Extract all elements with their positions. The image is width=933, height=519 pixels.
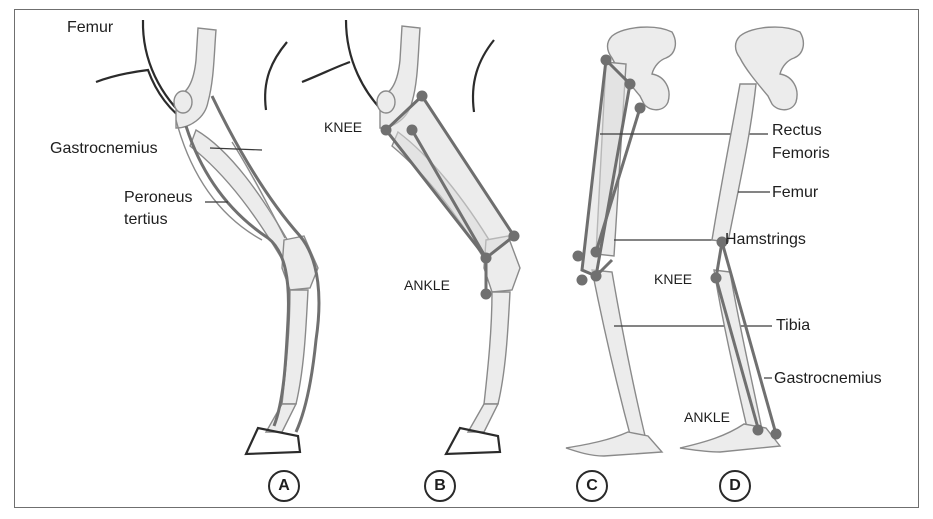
label-knee-d: KNEE [654, 270, 692, 289]
joint-node [711, 273, 722, 284]
joint-node [625, 79, 636, 90]
label-rectus-line1: Rectus [772, 121, 822, 140]
joint-node [601, 55, 612, 66]
tibia-bone [190, 130, 298, 272]
label-gastrocnemius-right: Gastrocnemius [774, 369, 882, 388]
label-gastrocnemius-a: Gastrocnemius [50, 139, 158, 158]
joint-node [481, 289, 492, 300]
label-rectus-line2: Femoris [772, 144, 830, 163]
joint-node [591, 271, 602, 282]
joint-node [635, 103, 646, 114]
joint-node [417, 91, 428, 102]
label-tibia: Tibia [776, 316, 810, 335]
joint-node [577, 275, 588, 286]
joint-node [481, 253, 492, 264]
foot-bones-d [680, 424, 780, 452]
pastern-bone-b [468, 404, 498, 432]
panel-a-badge: A [268, 470, 300, 502]
foot-bones-c [566, 432, 662, 456]
joint-node [381, 125, 392, 136]
label-peroneus-tertius-line1: Peroneus [124, 188, 193, 207]
panel-d-badge: D [719, 470, 751, 502]
femur-bone-d [712, 84, 756, 242]
joint-node [771, 429, 782, 440]
label-knee-b: KNEE [324, 118, 362, 137]
body-outline-b-back [473, 40, 494, 112]
label-femur-a: Femur [67, 18, 113, 37]
joint-node [591, 247, 602, 258]
patella-bone [174, 91, 192, 113]
label-femur-right: Femur [772, 183, 818, 202]
joint-node [753, 425, 764, 436]
joint-node [407, 125, 418, 136]
panel-a-illustration [96, 20, 319, 454]
cannon-bone-b [484, 292, 510, 404]
joint-node [573, 251, 584, 262]
reciprocal-apparatus-band [386, 96, 514, 258]
panel-b-badge: B [424, 470, 456, 502]
label-ankle-b: ANKLE [404, 276, 450, 295]
joint-node [509, 231, 520, 242]
label-ankle-d: ANKLE [684, 408, 730, 427]
body-outline-b-left [302, 62, 350, 82]
patella-bone-b [377, 91, 395, 113]
panel-b-illustration [302, 20, 520, 454]
tibia-bone-c [592, 270, 646, 442]
hoof-outline [246, 428, 300, 454]
label-peroneus-tertius-line2: tertius [124, 210, 168, 229]
panel-c-badge: C [576, 470, 608, 502]
label-hamstrings: Hamstrings [725, 230, 806, 249]
pastern-bone [266, 404, 296, 432]
body-outline-back [265, 42, 287, 110]
